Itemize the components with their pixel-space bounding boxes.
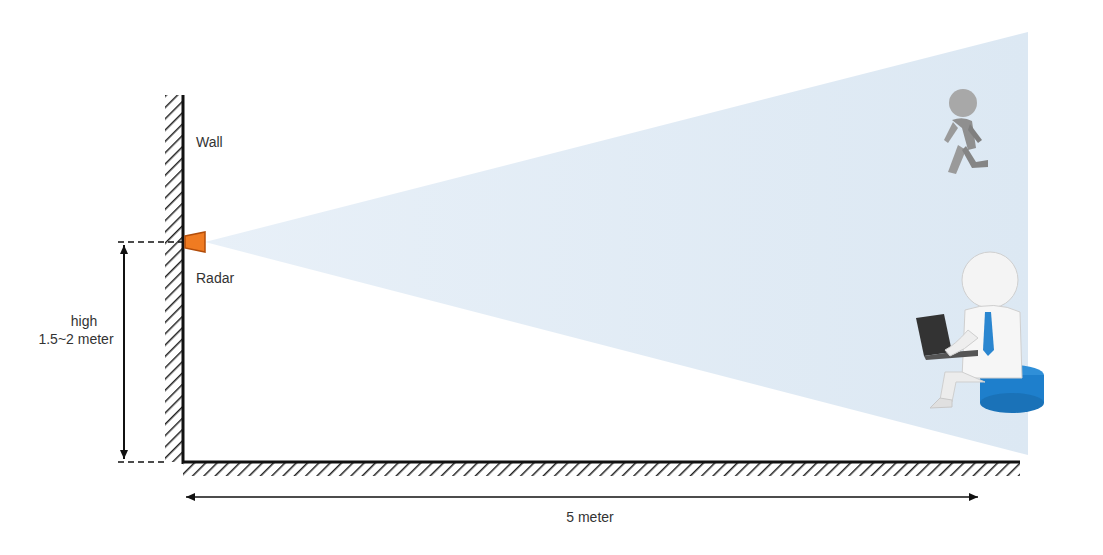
height-arrow — [123, 245, 125, 459]
walking-person — [944, 89, 988, 174]
height-label: high — [71, 313, 97, 329]
width-value: 5 meter — [566, 509, 613, 525]
wall-line — [182, 95, 185, 464]
dimension-extension — [118, 461, 165, 463]
height-value: 1.5~2 meter — [38, 331, 113, 347]
wall-label: Wall — [196, 134, 223, 150]
floor-line — [182, 461, 1020, 464]
seated-person — [916, 252, 1044, 413]
wall-hatch — [165, 95, 183, 462]
dimension-extension — [118, 241, 183, 243]
floor-hatch — [183, 463, 1020, 476]
width-arrow — [186, 496, 978, 498]
radar-sensor — [185, 232, 205, 252]
radar-beam — [205, 32, 1028, 455]
radar-label: Radar — [196, 270, 234, 286]
